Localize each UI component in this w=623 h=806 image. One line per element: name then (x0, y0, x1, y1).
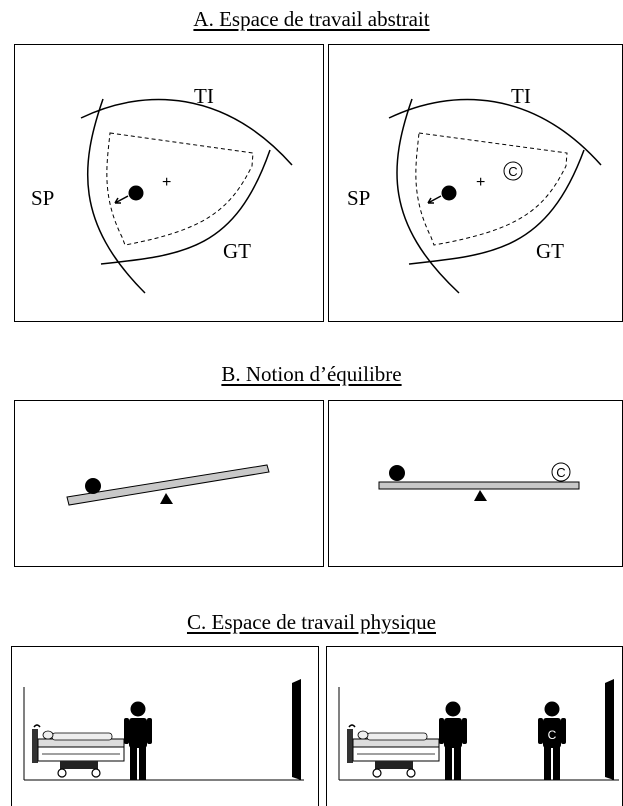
ti-curve (80, 98, 293, 166)
label-sp: SP (31, 186, 54, 210)
copyright-c-icon: C (551, 462, 571, 482)
level-beam (378, 481, 580, 490)
center-plus: + (476, 174, 485, 191)
person-icon (439, 701, 467, 780)
copyright-c-icon: C (503, 161, 523, 181)
ball-icon (441, 185, 457, 201)
label-ti: TI (194, 84, 214, 108)
svg-text:C: C (556, 465, 565, 480)
section-a-title: A. Espace de travail abstrait (193, 7, 430, 31)
dashed-region (106, 132, 254, 246)
ball-icon (128, 185, 144, 201)
workspace-panel-right: + C TI SP GT (328, 44, 623, 322)
fulcrum-icon (474, 490, 487, 501)
center-plus: + (162, 174, 171, 191)
label-ti: TI (511, 84, 531, 108)
ball-icon (389, 465, 405, 481)
gt-curve (100, 149, 271, 265)
ball-icon (85, 478, 101, 494)
hospital-bed-icon (32, 724, 125, 778)
room-panel-left (11, 646, 319, 806)
label-gt: GT (223, 239, 251, 263)
person-c-icon: C (538, 701, 566, 780)
dashed-region (415, 132, 568, 246)
hospital-bed-icon (347, 724, 440, 778)
sp-curve (86, 98, 146, 294)
door-icon (292, 679, 301, 780)
workspace-panel-left: + TI SP GT (14, 44, 324, 322)
ti-curve (388, 98, 602, 166)
fulcrum-icon (160, 493, 173, 504)
section-b-title: B. Notion d’équilibre (221, 362, 402, 386)
label-gt: GT (536, 239, 564, 263)
arrow-icon (114, 195, 129, 204)
svg-text:C: C (548, 728, 557, 742)
arrow-icon (427, 195, 442, 204)
svg-text:C: C (508, 164, 517, 179)
tilted-beam (66, 464, 270, 506)
sp-curve (396, 98, 460, 294)
balance-panel-left (14, 400, 324, 567)
balance-panel-right: C (328, 400, 623, 567)
gt-curve (408, 149, 585, 265)
room-panel-right: C (326, 646, 623, 806)
label-sp: SP (347, 186, 370, 210)
person-icon (124, 701, 152, 780)
door-icon (605, 679, 614, 780)
section-c-title: C. Espace de travail physique (186, 610, 436, 634)
